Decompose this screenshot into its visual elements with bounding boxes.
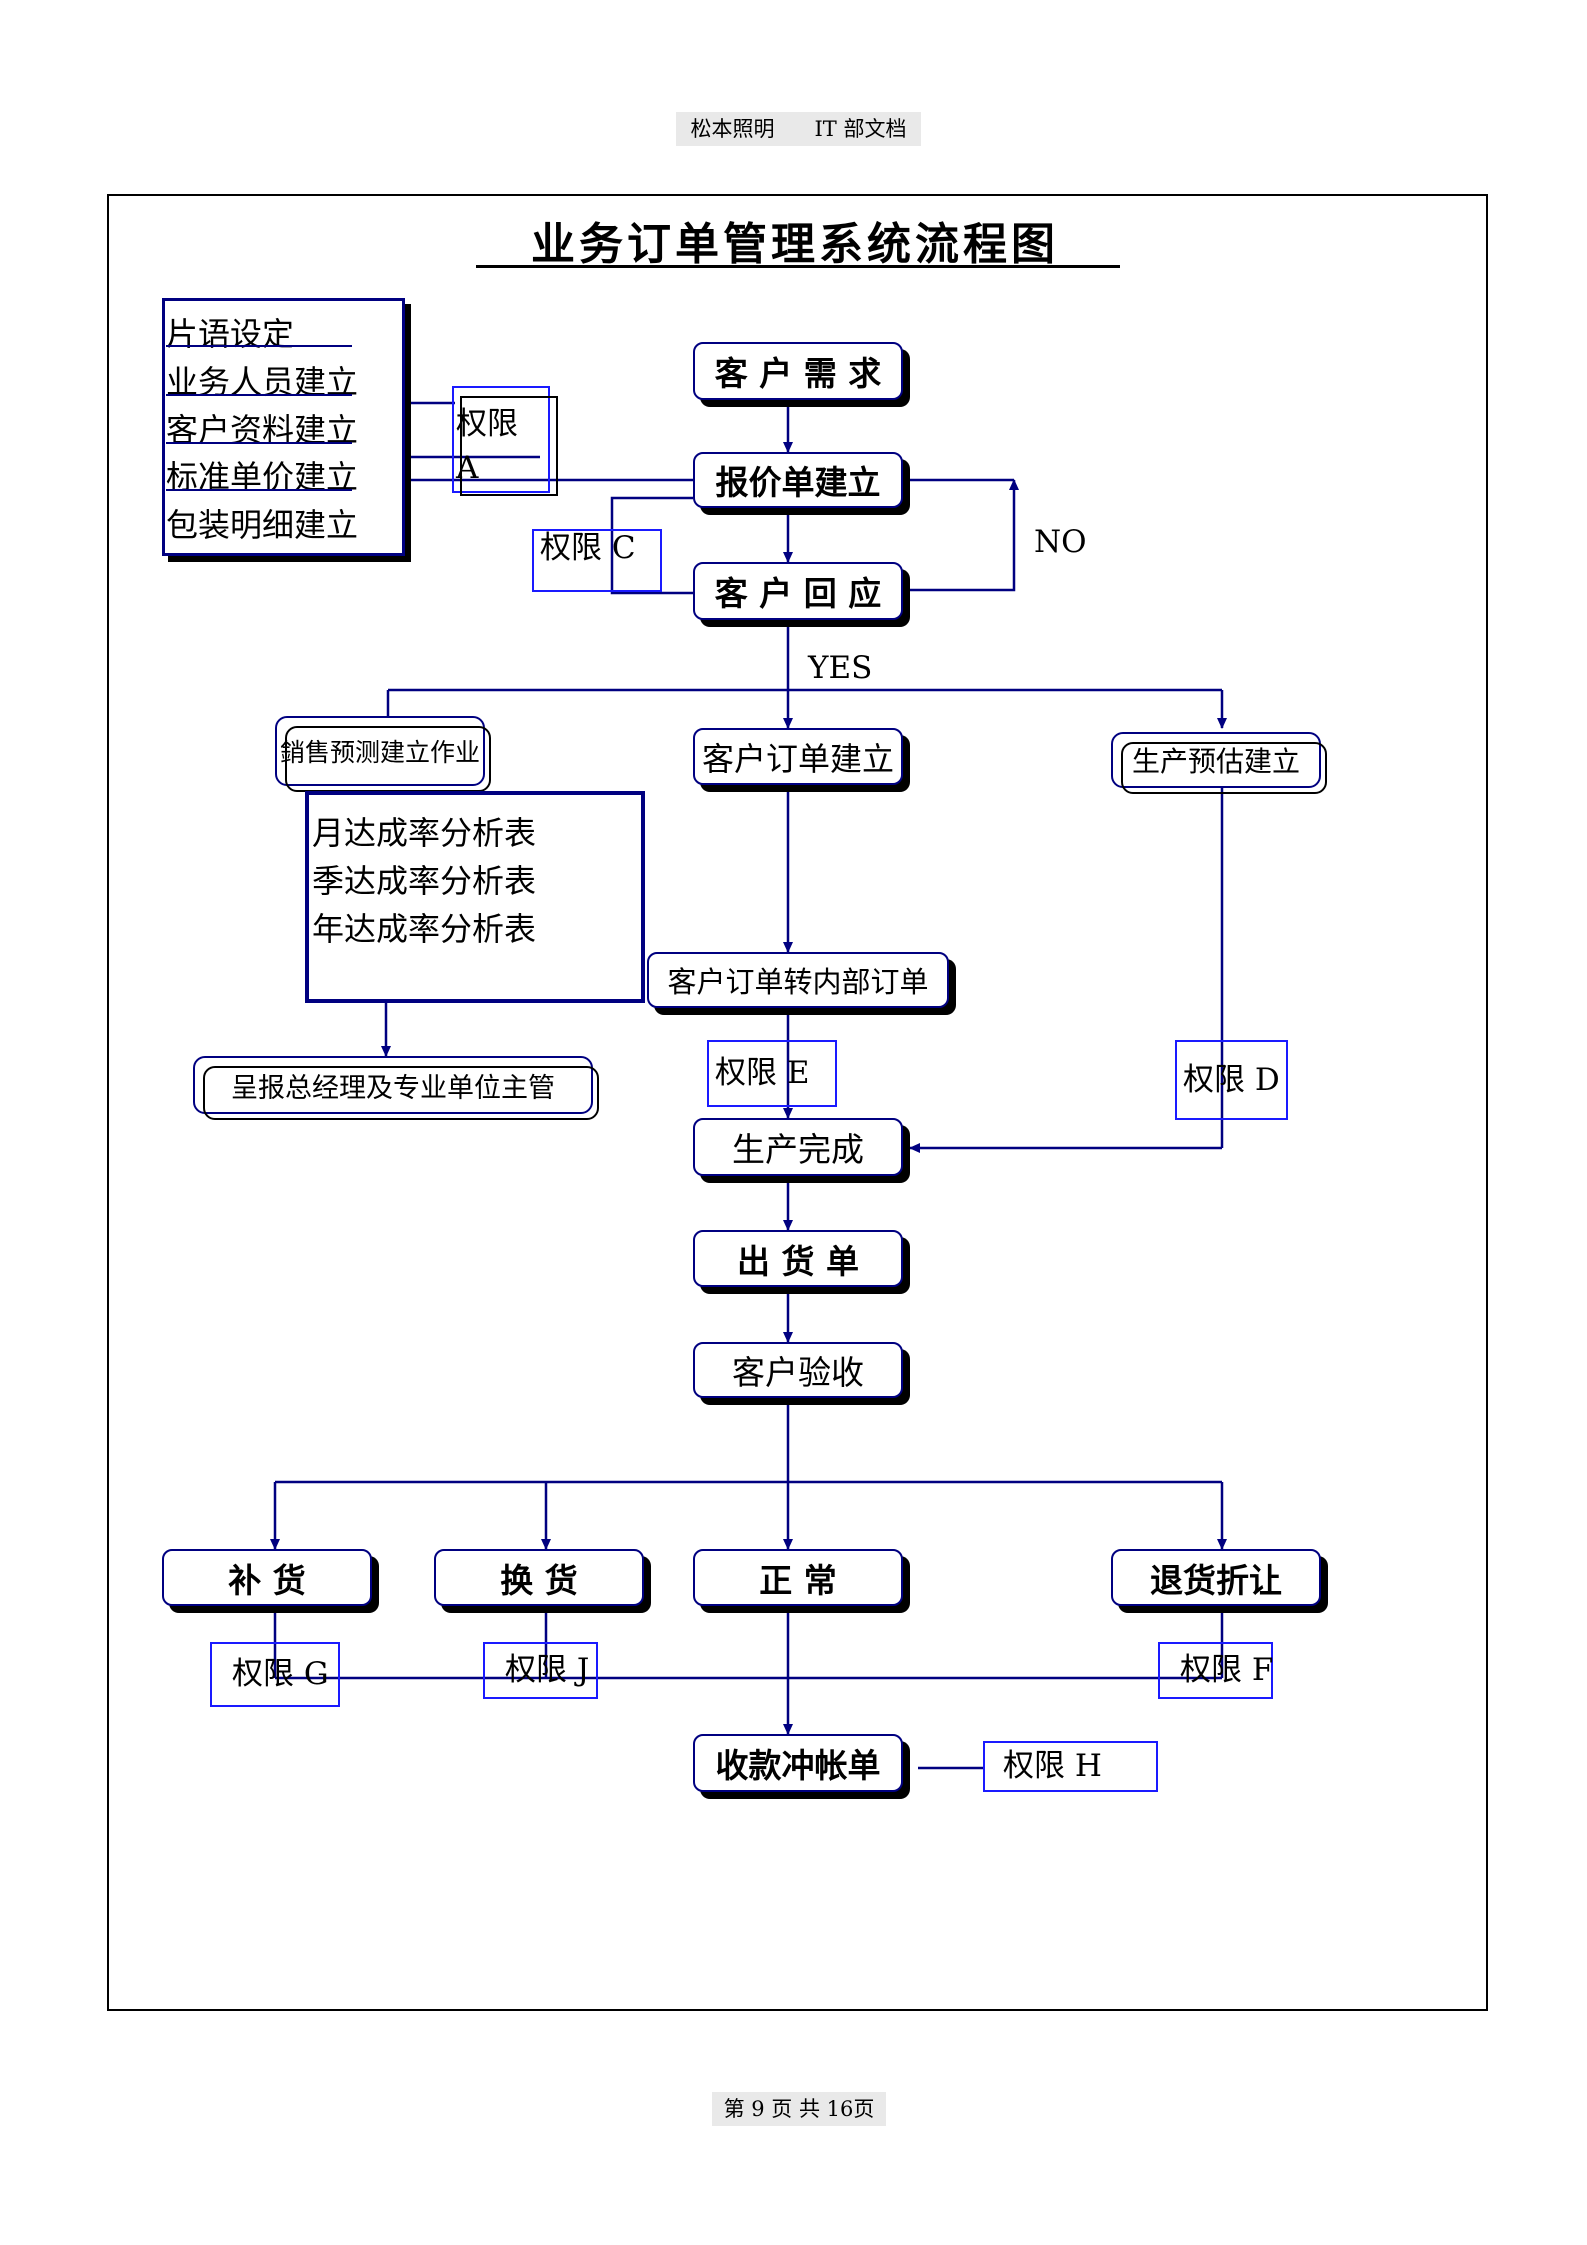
node-report-to-manager: 呈报总经理及专业单位主管	[193, 1056, 599, 1120]
report-box	[305, 791, 645, 1003]
node-exchange: 换 货	[434, 1549, 644, 1606]
header-dept: IT 部文档	[814, 117, 907, 141]
line-auth-c-bracket	[610, 496, 693, 595]
auth-a-code: A	[456, 450, 479, 486]
auth-g-box: 权限 G	[210, 1642, 340, 1707]
diagram-frame	[107, 194, 1488, 2011]
setup-box	[162, 298, 405, 556]
node-shipping: 出 货 单	[693, 1230, 903, 1287]
node-customer-reply: 客 户 回 应	[693, 562, 903, 620]
node-production-done: 生产完成	[693, 1118, 903, 1176]
node-replenish: 补 货	[162, 1549, 372, 1606]
setup-item: 包装明细建立	[166, 506, 359, 544]
title-underline	[476, 265, 1120, 268]
node-quote-create: 报价单建立	[693, 452, 903, 508]
auth-a-label: 权限	[456, 406, 518, 442]
auth-a-shadow	[460, 396, 558, 496]
diagram-title: 业务订单管理系统流程图	[531, 219, 1059, 270]
label-no: NO	[1034, 524, 1087, 560]
page-header: 松本照明 IT 部文档	[676, 112, 921, 146]
auth-e-box: 权限 E	[707, 1040, 837, 1107]
node-order-to-internal: 客户订单转内部订单	[647, 952, 949, 1008]
node-customer-order: 客户订单建立	[693, 728, 903, 785]
page-footer: 第 9 页 共 16页	[712, 2092, 886, 2126]
node-customer-demand: 客 户 需 求	[693, 342, 903, 400]
node-payment: 收款冲帐单	[693, 1734, 903, 1792]
auth-f-box: 权限 F	[1158, 1642, 1273, 1699]
label-yes: YES	[808, 650, 873, 686]
header-company: 松本照明	[690, 117, 775, 141]
node-return-discount: 退货折让	[1111, 1549, 1321, 1606]
auth-c-box: 权限 C	[532, 529, 662, 592]
node-normal: 正 常	[693, 1549, 903, 1606]
node-sales-forecast: 銷售预测建立作业	[275, 716, 491, 792]
auth-d-box: 权限 D	[1175, 1040, 1288, 1120]
report-item: 月达成率分析表	[312, 814, 537, 852]
auth-h-box: 权限 H	[983, 1741, 1158, 1792]
auth-a-box	[452, 386, 550, 493]
report-item: 季达成率分析表	[312, 862, 537, 900]
node-acceptance: 客户验收	[693, 1342, 903, 1398]
report-item: 年达成率分析表	[312, 910, 537, 948]
auth-j-box: 权限 J	[483, 1642, 598, 1699]
node-production-estimate: 生产预估建立	[1111, 732, 1327, 794]
arrow-no-loop	[907, 479, 1019, 592]
